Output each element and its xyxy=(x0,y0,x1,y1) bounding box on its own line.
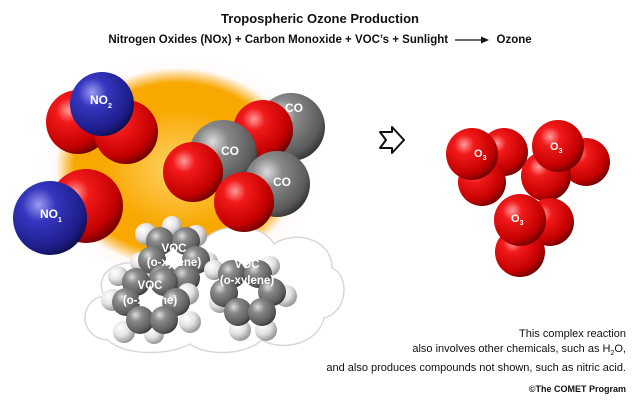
voc-sublabel-3: (o-xylene) xyxy=(220,275,274,287)
reaction-equation: Nitrogen Oxides (NOx) + Carbon Monoxide … xyxy=(0,34,640,46)
reaction-note: This complex reaction also involves othe… xyxy=(326,327,626,376)
o3-molecule-1: O3 xyxy=(446,128,528,206)
o3-molecule-3: O3 xyxy=(494,194,574,277)
note-line-1: This complex reaction xyxy=(519,328,626,340)
equation-reactants: Nitrogen Oxides (NOx) + Carbon Monoxide … xyxy=(108,34,449,46)
diagram-title: Tropospheric Ozone Production xyxy=(221,11,419,26)
o3-molecule-2: O3 xyxy=(521,120,610,201)
co-molecule-3: CO xyxy=(214,151,310,232)
co-label-3: CO xyxy=(273,175,291,189)
o3-label-2: O3 xyxy=(550,141,563,155)
voc-molecule-2: VOC (o-xylene) xyxy=(101,266,201,344)
copyright-credit: ©The COMET Program xyxy=(528,384,626,394)
co-label-1: CO xyxy=(285,101,303,115)
o3-label-1: O3 xyxy=(474,148,487,162)
right-arrow-icon xyxy=(455,36,490,44)
voc-sublabel-2: (o-xylene) xyxy=(123,295,177,307)
voc-label-2: VOC xyxy=(138,280,163,292)
voc-molecule-3: VOC (o-xylene) xyxy=(204,256,297,341)
co-molecule-2: CO xyxy=(163,120,257,202)
voc-sublabel-1: (o-xylene) xyxy=(147,257,201,269)
no2-label: NO2 xyxy=(90,93,112,110)
reaction-arrow-icon xyxy=(379,126,405,154)
equation-product: Ozone xyxy=(496,34,532,46)
voc-label-1: VOC xyxy=(162,243,187,255)
note-line-3: and also produces compounds not shown, s… xyxy=(326,362,626,375)
no-label: NO1 xyxy=(40,207,62,224)
note-line-2: also involves other chemicals, such as H… xyxy=(412,343,626,358)
no-molecule: NO1 xyxy=(13,169,123,255)
voc-label-3: VOC xyxy=(235,259,260,271)
no2-molecule: NO2 xyxy=(46,72,158,164)
o3-label-3: O3 xyxy=(511,213,524,227)
co-label-2: CO xyxy=(221,144,239,158)
